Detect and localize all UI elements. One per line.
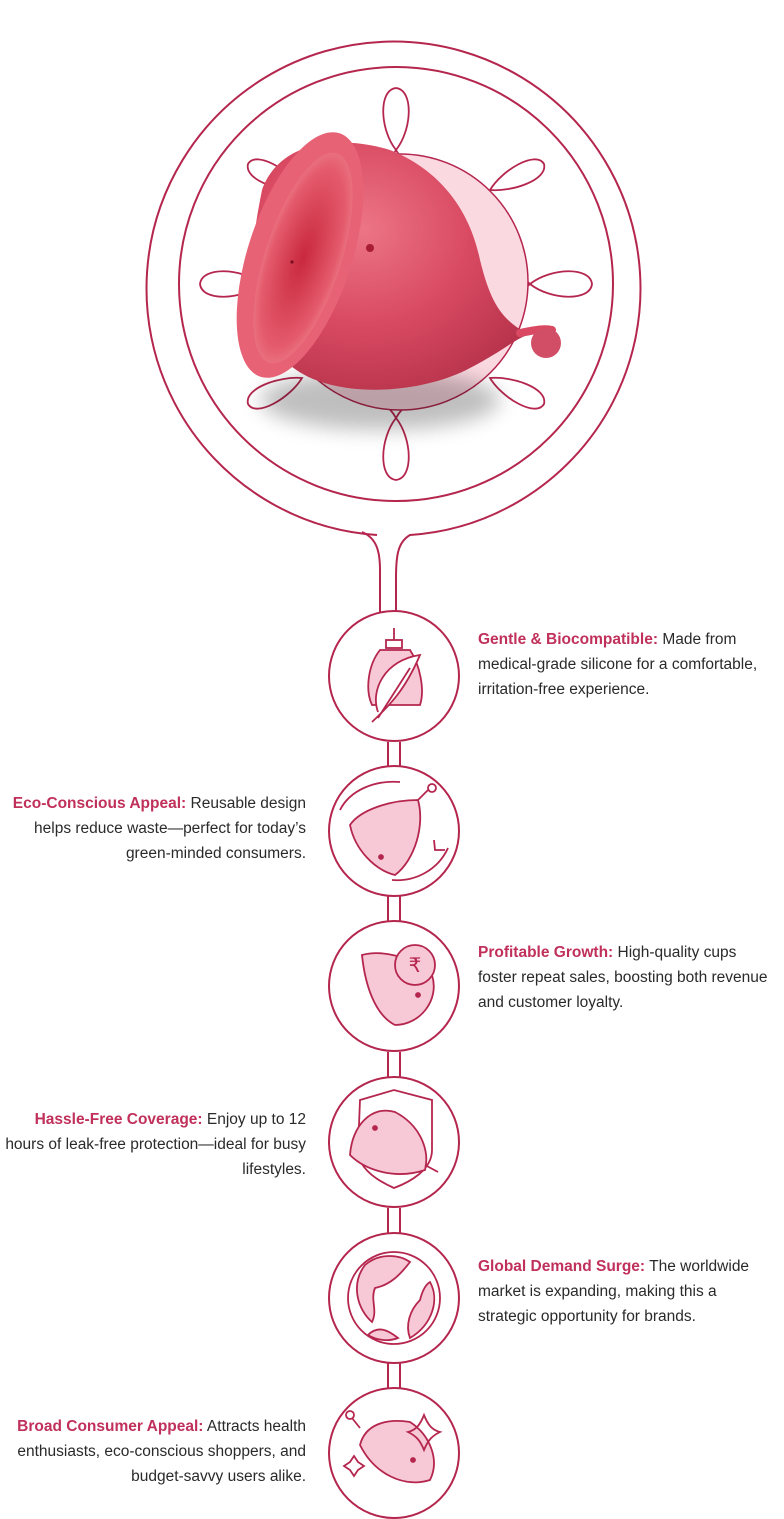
- cup-feather-icon: [367, 628, 423, 723]
- feature-title: Profitable Growth:: [478, 944, 614, 961]
- feature-profitable-growth: Profitable Growth: High-quality cups fos…: [478, 940, 778, 1015]
- timeline-connectors: [387, 742, 401, 1388]
- feature-text: Made from medical-grade silicone for a c…: [478, 631, 758, 698]
- feature-title: Eco-Conscious Appeal:: [12, 795, 187, 812]
- cup-rupee-icon: ₹: [361, 944, 436, 1026]
- feature-title: Broad Consumer Appeal:: [17, 1418, 204, 1435]
- feature-eco-conscious-appeal: Eco-Conscious Appeal: Reusable design he…: [0, 791, 306, 866]
- cup-sparkle-icon: [342, 1410, 443, 1484]
- menstrual-cup-illustration: [236, 132, 561, 430]
- feature-global-demand-surge: Global Demand Surge: The worldwide marke…: [478, 1254, 778, 1329]
- feature-text: Enjoy up to 12 hours of leak-free protec…: [5, 1111, 306, 1178]
- feature-hassle-free-coverage: Hassle-Free Coverage: Enjoy up to 12 hou…: [0, 1107, 306, 1182]
- feature-text: High-quality cups foster repeat sales, b…: [478, 944, 768, 1011]
- feature-title: Gentle & Biocompatible:: [478, 631, 658, 648]
- cup-recycle-icon: [339, 780, 449, 882]
- cup-shield-icon: [349, 1089, 439, 1189]
- feature-gentle-biocompatible: Gentle & Biocompatible: Made from medica…: [478, 627, 778, 702]
- feature-title: Global Demand Surge:: [478, 1258, 646, 1275]
- hero-inner-ring: [178, 66, 614, 502]
- svg-text:₹: ₹: [409, 953, 422, 977]
- feature-broad-consumer-appeal: Broad Consumer Appeal: Attracts health e…: [0, 1414, 306, 1489]
- hero-outer-ring: [145, 40, 642, 612]
- feature-title: Hassle-Free Coverage:: [34, 1111, 203, 1128]
- feature-text: Reusable design helps reduce waste—perfe…: [34, 795, 306, 862]
- feature-text: Attracts health enthusiasts, eco-conscio…: [17, 1418, 306, 1485]
- globe-icon: [347, 1251, 441, 1345]
- feature-text: The worldwide market is expanding, makin…: [478, 1258, 750, 1325]
- feature-icon-circles: [328, 610, 460, 1519]
